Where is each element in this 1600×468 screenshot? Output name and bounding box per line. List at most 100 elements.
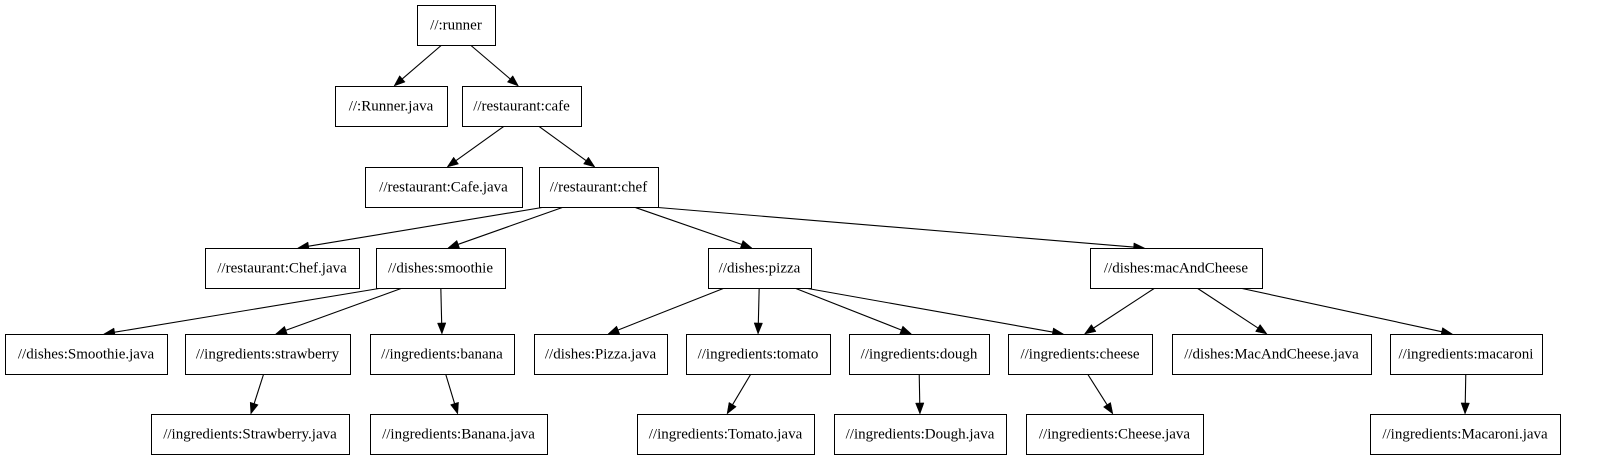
graph-edge <box>538 125 596 168</box>
graph-edge <box>1087 373 1114 415</box>
node-label: //dishes:Smoothie.java <box>18 346 155 362</box>
node-box[interactable] <box>1172 334 1372 375</box>
node-box[interactable] <box>1390 334 1543 375</box>
node-label: //restaurant:chef <box>550 179 647 195</box>
node-box[interactable] <box>1026 414 1204 455</box>
edge-line <box>794 287 902 331</box>
node-box[interactable] <box>1090 248 1263 289</box>
edge-line <box>1239 287 1442 333</box>
node-box[interactable] <box>849 334 990 375</box>
graph-node-ing_cheesejava[interactable]: //ingredients:Cheese.java <box>1026 414 1204 455</box>
edge-line <box>402 44 443 80</box>
node-box[interactable] <box>370 334 515 375</box>
edge-arrowhead <box>437 322 447 335</box>
node-label: //restaurant:cafe <box>473 98 570 114</box>
node-box[interactable] <box>834 414 1007 455</box>
edge-line <box>455 125 505 162</box>
edge-layer <box>103 44 1470 415</box>
graph-edge <box>446 125 505 168</box>
edge-line <box>1196 287 1259 329</box>
edge-arrowhead <box>1460 402 1470 415</box>
node-label: //ingredients:Cheese.java <box>1039 426 1191 442</box>
graph-node-ing_banana[interactable]: //ingredients:banana <box>370 334 515 375</box>
graph-node-dishes_macjava[interactable]: //dishes:MacAndCheese.java <box>1172 334 1372 375</box>
node-label: //dishes:pizza <box>719 260 801 276</box>
node-box[interactable] <box>1008 334 1153 375</box>
edge-arrowhead <box>607 325 621 335</box>
edge-arrowhead <box>393 75 406 87</box>
node-box[interactable] <box>151 414 350 455</box>
edge-line <box>757 287 760 324</box>
edge-arrowhead <box>1083 324 1097 335</box>
node-label: //ingredients:Strawberry.java <box>163 426 337 442</box>
node-label: //dishes:smoothie <box>388 260 493 276</box>
graph-node-dishes_pizzajava[interactable]: //dishes:Pizza.java <box>534 334 668 375</box>
graph-edge <box>1196 287 1268 335</box>
node-box[interactable] <box>637 414 815 455</box>
edge-arrowhead <box>450 401 459 415</box>
edge-line <box>253 373 265 404</box>
graph-node-restaurant_cafe[interactable]: //restaurant:cafe <box>462 86 582 127</box>
edge-arrowhead <box>899 325 913 335</box>
graph-node-restaurant_chef[interactable]: //restaurant:chef <box>539 167 659 208</box>
node-label: //ingredients:strawberry <box>196 346 340 362</box>
graph-node-ing_doughjava[interactable]: //ingredients:Dough.java <box>834 414 1007 455</box>
graph-node-ing_bananajava[interactable]: //ingredients:Banana.java <box>370 414 548 455</box>
graph-node-dishes_pizza[interactable]: //dishes:pizza <box>708 248 812 289</box>
graph-node-restaurant_chefjava[interactable]: //restaurant:Chef.java <box>205 248 360 289</box>
edge-line <box>1087 373 1108 405</box>
node-box[interactable] <box>534 334 668 375</box>
graph-node-ing_strawberryjava[interactable]: //ingredients:Strawberry.java <box>151 414 350 455</box>
edge-arrowhead <box>249 401 259 415</box>
edge-line <box>1093 287 1156 329</box>
node-box[interactable] <box>335 86 448 127</box>
edge-line <box>732 373 752 405</box>
edge-arrowhead <box>726 401 737 415</box>
node-box[interactable] <box>417 5 496 46</box>
graph-node-dishes_macandcheese[interactable]: //dishes:macAndCheese <box>1090 248 1263 289</box>
edge-arrowhead <box>447 239 461 249</box>
graph-node-ing_tomato[interactable]: //ingredients:tomato <box>686 334 831 375</box>
node-label: //dishes:macAndCheese <box>1104 260 1248 276</box>
node-box[interactable] <box>1370 414 1561 455</box>
node-label: //restaurant:Chef.java <box>217 260 347 276</box>
graph-node-runner[interactable]: //:runner <box>417 5 496 46</box>
node-label: //ingredients:Dough.java <box>846 426 995 442</box>
graph-edge <box>249 373 265 415</box>
node-box[interactable] <box>376 248 506 289</box>
graph-edge <box>1083 287 1156 335</box>
edge-line <box>114 287 383 333</box>
edge-arrowhead <box>739 239 753 249</box>
edge-line <box>651 206 1134 248</box>
graph-node-dishes_smoothiejava[interactable]: //dishes:Smoothie.java <box>5 334 168 375</box>
graph-edge <box>753 287 763 335</box>
node-box[interactable] <box>205 248 360 289</box>
graph-node-ing_tomatojava[interactable]: //ingredients:Tomato.java <box>637 414 815 455</box>
node-label: //ingredients:banana <box>381 346 503 362</box>
edge-arrowhead <box>274 325 288 335</box>
graph-edge <box>1239 287 1454 337</box>
graph-node-ing_cheese[interactable]: //ingredients:cheese <box>1008 334 1153 375</box>
graph-edge <box>1460 373 1470 415</box>
node-box[interactable] <box>365 167 523 208</box>
node-box[interactable] <box>185 334 351 375</box>
node-box[interactable] <box>5 334 168 375</box>
graph-node-ing_dough[interactable]: //ingredients:dough <box>849 334 990 375</box>
edge-arrowhead <box>583 156 596 168</box>
graph-node-ing_macaroni[interactable]: //ingredients:macaroni <box>1390 334 1543 375</box>
graph-edge <box>297 206 546 251</box>
graph-node-ing_macaronijava[interactable]: //ingredients:Macaroni.java <box>1370 414 1561 455</box>
node-label: //:Runner.java <box>349 98 434 114</box>
graph-node-dishes_smoothie[interactable]: //dishes:smoothie <box>376 248 506 289</box>
graph-node-runner_java[interactable]: //:Runner.java <box>335 86 448 127</box>
node-box[interactable] <box>462 86 582 127</box>
node-box[interactable] <box>370 414 548 455</box>
graph-node-restaurant_cafejava[interactable]: //restaurant:Cafe.java <box>365 167 523 208</box>
node-box[interactable] <box>539 167 659 208</box>
node-box[interactable] <box>708 248 812 289</box>
graph-node-ing_strawberry[interactable]: //ingredients:strawberry <box>185 334 351 375</box>
edge-line <box>308 206 546 247</box>
node-label: //ingredients:macaroni <box>1399 346 1534 362</box>
node-box[interactable] <box>686 334 831 375</box>
